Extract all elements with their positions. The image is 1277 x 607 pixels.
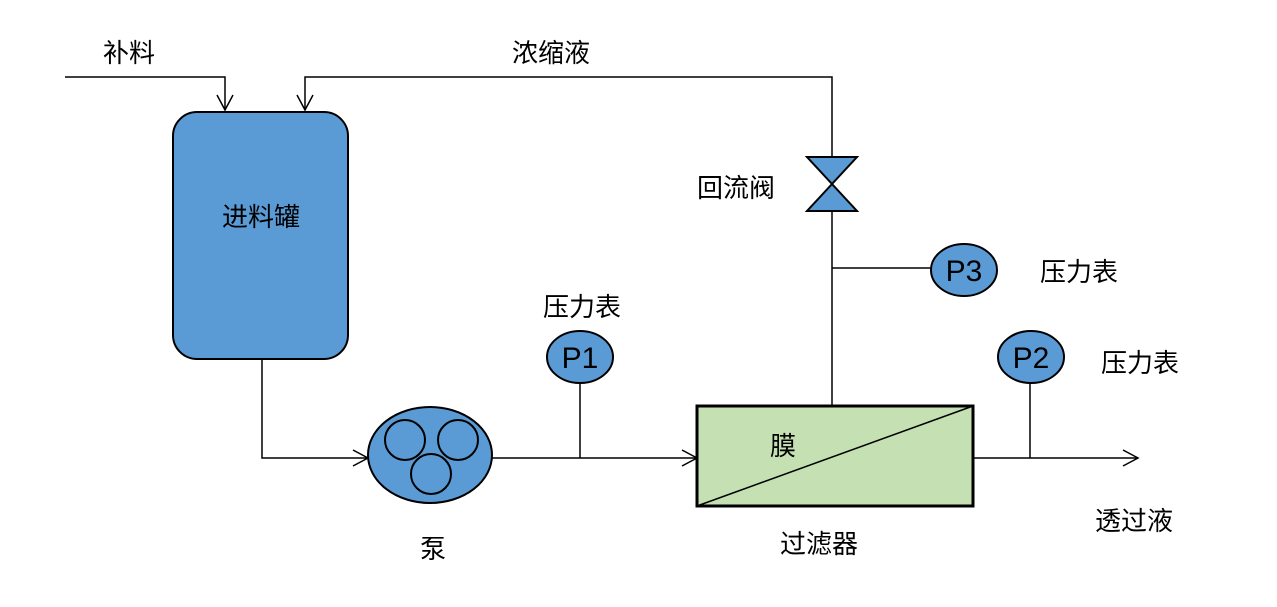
gauge-p1-label: P1 <box>562 342 599 375</box>
membrane-line <box>696 405 974 507</box>
pressure-gauge-p1-label: 压力表 <box>543 293 621 323</box>
pump-rotor-3 <box>410 453 452 495</box>
reflux-valve <box>804 156 860 212</box>
reflux-valve-label: 回流阀 <box>697 174 775 204</box>
pump <box>367 406 493 504</box>
feed-tank <box>172 111 349 360</box>
pressure-gauge-p3-label: 压力表 <box>1040 258 1118 288</box>
gauge-p1 <box>546 330 614 384</box>
pump-label: 泵 <box>420 535 446 565</box>
gauge-p2 <box>997 330 1065 384</box>
feed-label: 补料 <box>103 39 155 69</box>
concentrate-label: 浓缩液 <box>512 39 590 69</box>
filter-label: 过滤器 <box>780 530 858 560</box>
permeate-arrowhead <box>1122 449 1140 467</box>
feed-line <box>65 76 226 110</box>
pump-rotor-1 <box>384 419 426 461</box>
gauge-p2-label: P2 <box>1013 342 1050 375</box>
permeate-label: 透过液 <box>1095 507 1173 537</box>
gauge-p3-label: P3 <box>946 255 983 288</box>
concentrate-arrowhead <box>296 94 314 112</box>
feed-arrowhead <box>216 94 234 112</box>
pressure-gauge-p2-label: 压力表 <box>1101 349 1179 379</box>
concentrate-return-line <box>304 76 833 157</box>
tank-to-pump-line <box>261 359 368 459</box>
gauge-p3 <box>930 243 998 297</box>
pump-rotor-2 <box>437 419 479 461</box>
feed-tank-label: 进料罐 <box>222 203 300 233</box>
membrane-label: 膜 <box>770 432 796 462</box>
